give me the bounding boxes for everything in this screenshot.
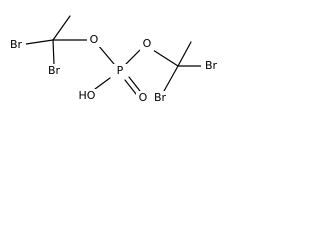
bond-cr-methyl-right	[177, 41, 192, 67]
bond-cl-br-bottom	[52, 39, 55, 65]
bond-o-right-cr	[152, 49, 179, 67]
bond-p-o-right	[124, 49, 141, 66]
atom-br-right-bottom: Br	[154, 91, 167, 104]
atom-o-double: O	[139, 91, 148, 104]
chemical-structure: Br Br O P HO O O Br Br	[6, 15, 221, 105]
bond-cl-methyl-left	[52, 15, 71, 41]
bond-p-o-double-b	[128, 76, 141, 92]
atom-labels: Br Br O P HO O O Br Br	[6, 33, 221, 105]
bond-cl-br-top	[25, 39, 54, 45]
bond-cr-br-bottom	[163, 65, 179, 92]
bond-p-ho	[94, 77, 111, 90]
atom-br-right: Br	[205, 59, 218, 72]
atom-p-center: P	[117, 64, 124, 77]
atom-br-left-top: Br	[10, 38, 23, 51]
bonds	[25, 15, 203, 95]
bond-p-o-double-a	[124, 79, 137, 95]
bond-o-left-p	[97, 44, 115, 65]
atom-o-right: O	[143, 37, 152, 50]
atom-ho: HO	[79, 89, 96, 102]
atom-br-left-bottom: Br	[48, 64, 61, 77]
atom-o-left: O	[90, 33, 99, 46]
